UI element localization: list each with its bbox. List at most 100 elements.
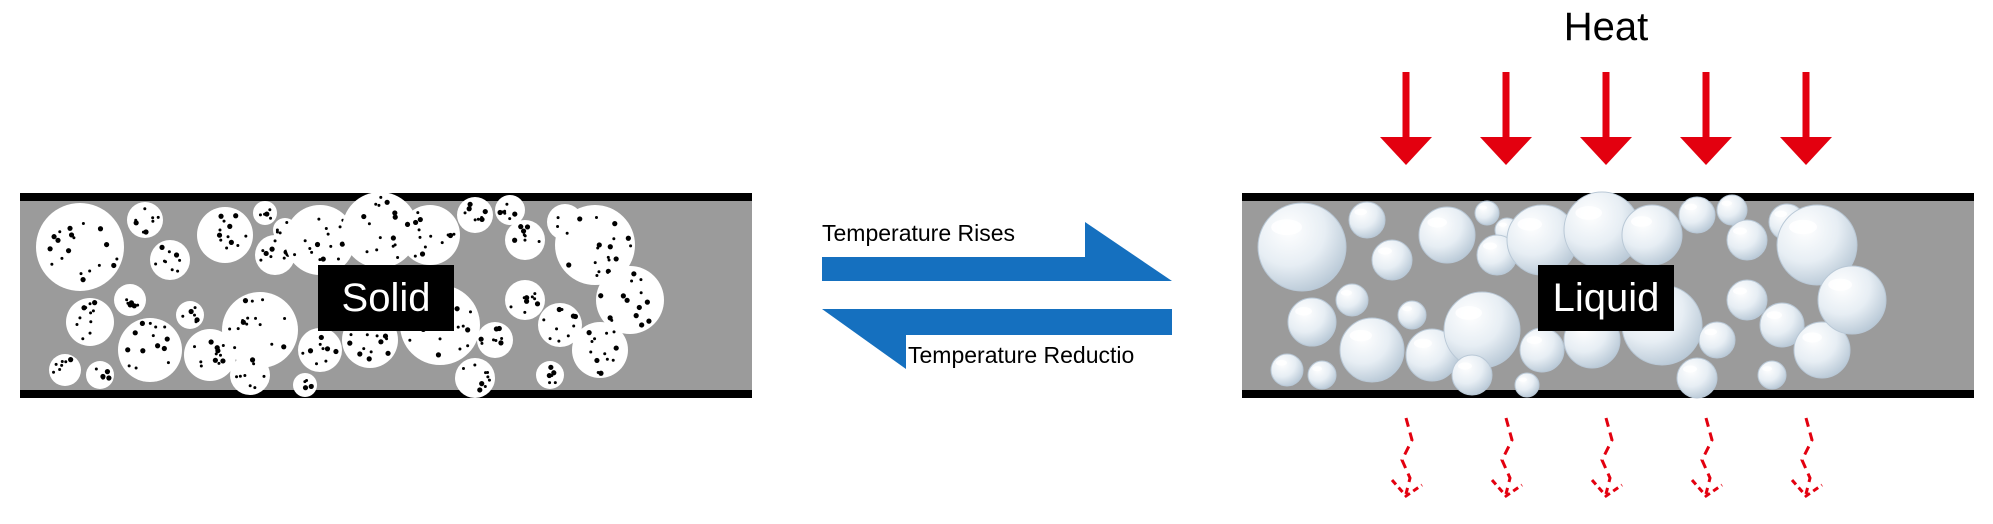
solid-speck bbox=[308, 247, 312, 251]
solid-particle bbox=[255, 235, 295, 275]
solid-speck bbox=[605, 331, 609, 335]
solid-speck bbox=[413, 254, 417, 258]
solid-speck bbox=[612, 237, 616, 241]
solid-speck bbox=[375, 334, 379, 338]
solid-speck bbox=[81, 337, 85, 341]
solid-speck bbox=[577, 216, 583, 222]
bubble-highlight bbox=[1762, 366, 1772, 372]
bubble-highlight bbox=[1413, 338, 1432, 348]
liquid-bubble bbox=[1270, 353, 1304, 387]
solid-speck bbox=[629, 244, 633, 248]
solid-speck bbox=[417, 228, 421, 232]
solid-speck bbox=[482, 208, 488, 215]
solid-speck bbox=[586, 330, 592, 336]
solid-speck bbox=[159, 244, 165, 250]
liquid-bubbles bbox=[1257, 191, 1887, 399]
solid-speck bbox=[68, 232, 75, 238]
solid-red-down-arrow-icon bbox=[1480, 72, 1532, 165]
reverse-arrow: Temperature Reductio bbox=[822, 309, 1172, 369]
bubble-highlight bbox=[1458, 362, 1472, 370]
solid-speck bbox=[215, 348, 221, 354]
solid-speck bbox=[308, 383, 314, 390]
solid-label-text: Solid bbox=[342, 276, 431, 320]
dashed-red-down-arrow-icon bbox=[1390, 417, 1423, 498]
solid-speck bbox=[595, 274, 599, 278]
solid-speck bbox=[512, 211, 518, 217]
solid-speck bbox=[235, 375, 239, 379]
solid-speck bbox=[275, 230, 279, 234]
solid-speck bbox=[221, 343, 225, 347]
solid-speck bbox=[639, 278, 643, 282]
solid-speck bbox=[167, 250, 171, 254]
solid-particle bbox=[293, 373, 317, 397]
bubble-highlight bbox=[1517, 217, 1542, 231]
solid-speck bbox=[80, 277, 86, 283]
solid-particle bbox=[184, 329, 236, 381]
solid-speck bbox=[194, 320, 198, 324]
solid-speck bbox=[225, 246, 229, 250]
solid-speck bbox=[55, 237, 61, 243]
solid-speck bbox=[259, 258, 263, 262]
solid-speck bbox=[263, 250, 269, 257]
solid-speck bbox=[440, 241, 444, 245]
solid-speck bbox=[178, 258, 182, 262]
solid-speck bbox=[613, 345, 619, 351]
solid-speck bbox=[630, 279, 634, 283]
solid-speck bbox=[508, 217, 512, 221]
solid-particle bbox=[176, 301, 204, 329]
bubble-highlight bbox=[1575, 206, 1602, 220]
solid-speck bbox=[391, 244, 395, 248]
solid-speck bbox=[126, 301, 130, 305]
solid-speck bbox=[193, 345, 197, 349]
liquid-bubble bbox=[1418, 206, 1476, 264]
solid-speck bbox=[417, 216, 423, 223]
solid-speck bbox=[625, 235, 631, 241]
liquid-bubble bbox=[1443, 291, 1521, 369]
solid-speck bbox=[357, 351, 363, 357]
solid-speck bbox=[166, 361, 170, 365]
solid-speck bbox=[263, 212, 267, 216]
solid-speck bbox=[494, 338, 498, 342]
solid-speck bbox=[218, 213, 224, 219]
solid-speck bbox=[253, 386, 257, 390]
solid-speck bbox=[269, 255, 273, 259]
bubble-highlight bbox=[1483, 242, 1497, 250]
solid-speck bbox=[88, 302, 92, 306]
solid-speck bbox=[366, 356, 372, 362]
solid-speck bbox=[631, 271, 637, 277]
bubble-highlight bbox=[1704, 328, 1717, 336]
liquid-bubble bbox=[1287, 297, 1337, 347]
solid-speck bbox=[607, 244, 613, 250]
solid-speck bbox=[163, 325, 167, 329]
solid-particle bbox=[457, 197, 493, 233]
solid-speck bbox=[447, 232, 454, 239]
solid-speck bbox=[249, 357, 256, 363]
solid-speck bbox=[92, 300, 98, 306]
solid-speck bbox=[222, 219, 226, 223]
liquid-bubble bbox=[1726, 219, 1768, 261]
bubble-highlight bbox=[1295, 306, 1312, 316]
solid-red-down-arrow-icon bbox=[1680, 72, 1732, 165]
solid-speck bbox=[60, 256, 64, 260]
solid-speck bbox=[468, 310, 472, 314]
solid-speck bbox=[594, 357, 600, 364]
forward-arrow-label: Temperature Rises bbox=[822, 220, 1015, 246]
solid-speck bbox=[612, 221, 618, 227]
liquid-bubble bbox=[1817, 265, 1887, 335]
solid-speck bbox=[365, 333, 369, 337]
solid-speck bbox=[377, 203, 381, 207]
solid-speck bbox=[161, 345, 167, 352]
solid-speck bbox=[505, 202, 509, 206]
solid-speck bbox=[133, 220, 139, 226]
solid-speck bbox=[523, 238, 527, 242]
solid-speck bbox=[65, 248, 72, 254]
solid-speck bbox=[497, 209, 503, 216]
heat-in-arrows bbox=[1380, 72, 1832, 165]
solid-speck bbox=[170, 268, 174, 272]
dashed-red-down-arrow-icon bbox=[1590, 417, 1623, 498]
solid-speck bbox=[143, 207, 147, 211]
solid-speck bbox=[97, 226, 104, 232]
solid-red-down-arrow-icon bbox=[1580, 72, 1632, 165]
solid-particle bbox=[222, 292, 298, 368]
solid-speck bbox=[452, 232, 456, 236]
